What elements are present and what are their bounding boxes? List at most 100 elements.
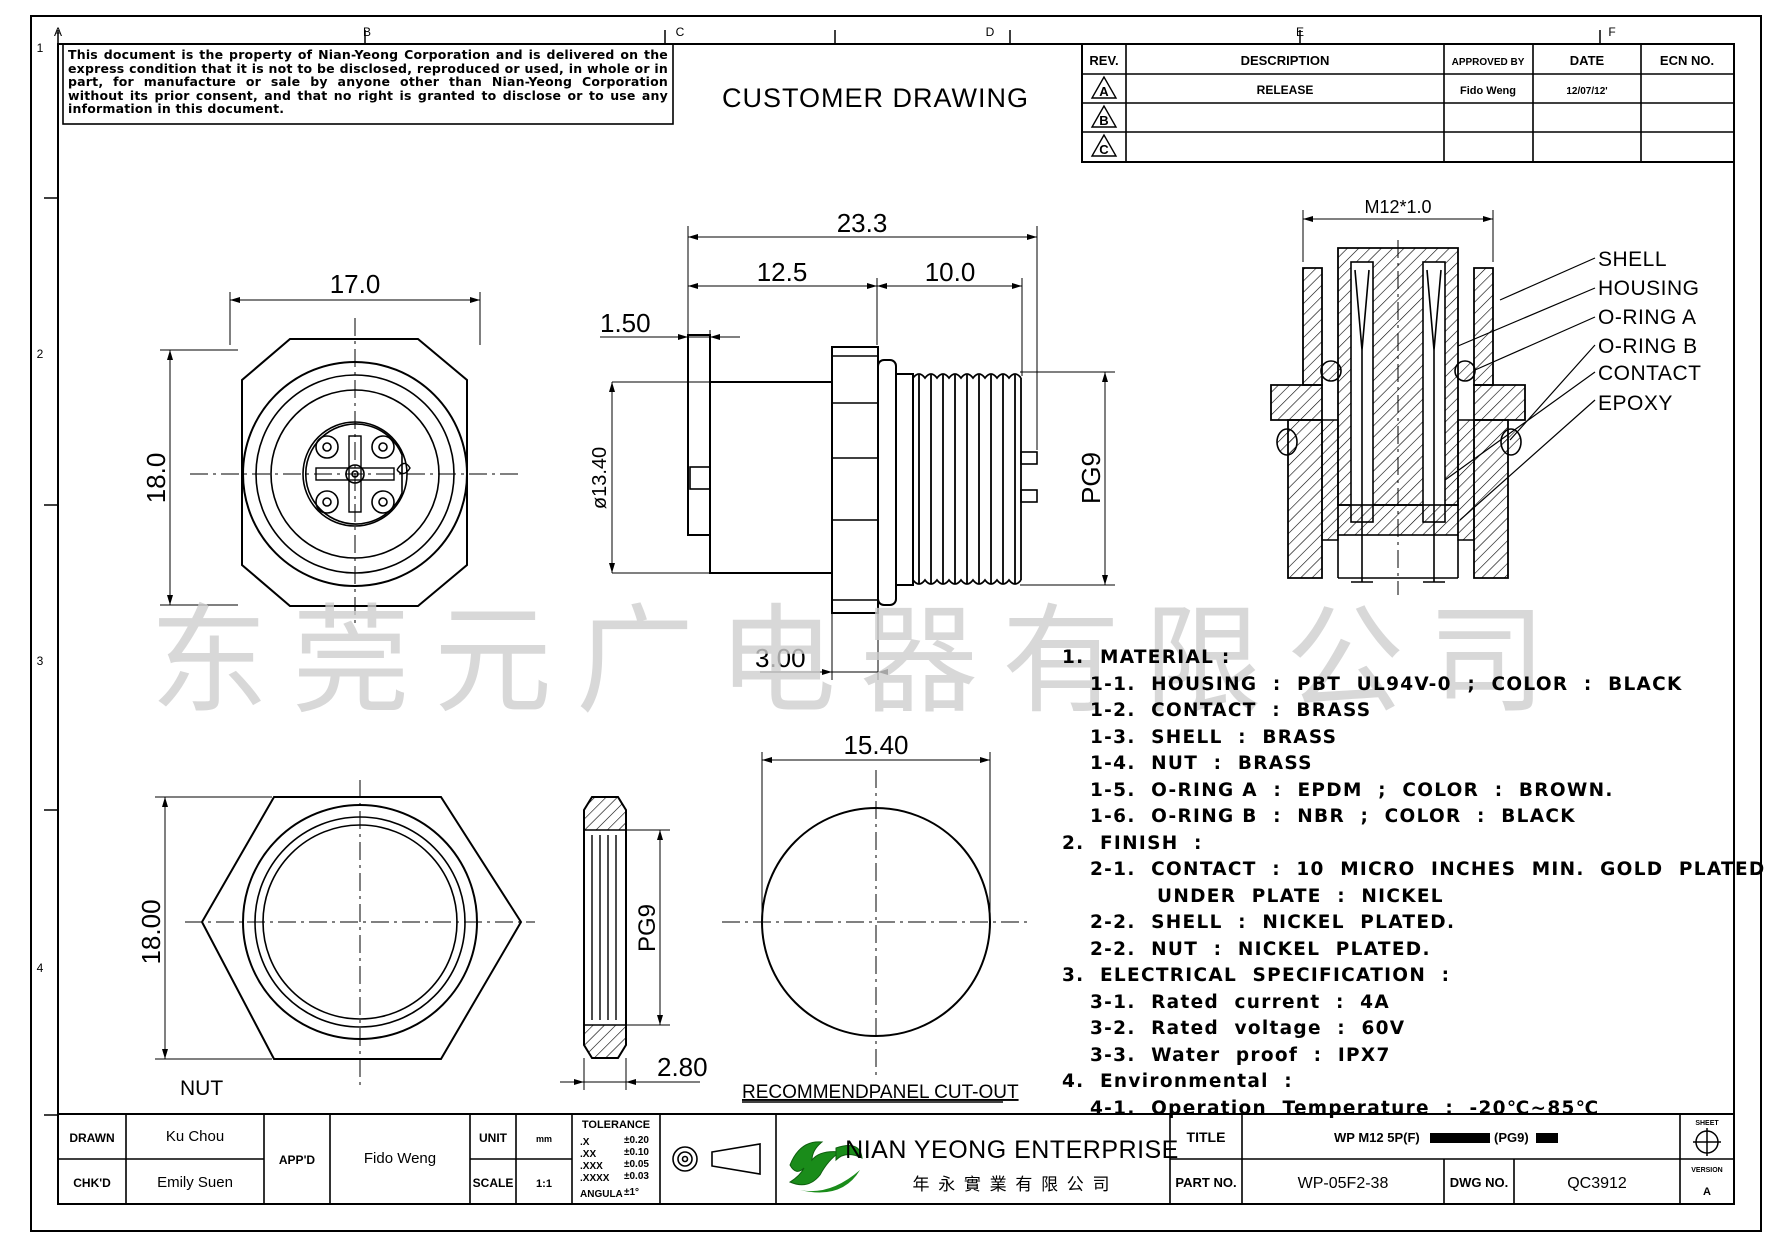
tb-part-no-label: PART NO. xyxy=(1175,1175,1236,1190)
notes-item: 2-1. CONTACT : 10 MICRO INCHES MIN. GOLD… xyxy=(1090,859,1766,880)
tol-v-3: ±0.03 xyxy=(624,1171,649,1182)
grid-row-4: 4 xyxy=(37,961,44,975)
tb-chkd-label: CHK'D xyxy=(73,1176,111,1190)
tb-drawn-label: DRAWN xyxy=(69,1131,114,1145)
notes-heading: 2. FINISH : xyxy=(1062,832,1203,854)
grid-col-e: E xyxy=(1296,25,1304,39)
dim-front-width: 17.0 xyxy=(330,269,381,299)
tb-dwg-no-label: DWG NO. xyxy=(1450,1175,1509,1190)
tol-k-0: .X xyxy=(580,1137,590,1148)
rev-b-label: B xyxy=(1099,113,1108,128)
tb-chkd: Emily Suen xyxy=(157,1174,233,1191)
projection-symbol-icon xyxy=(672,1143,761,1175)
dim-thread-part: 10.0 xyxy=(925,257,976,287)
tol-k-4: ANGULA xyxy=(580,1189,623,1200)
grid-ticks xyxy=(44,30,1601,1116)
nut-side-view: PG9 2.80 xyxy=(560,796,708,1090)
label-shell: SHELL xyxy=(1598,248,1667,271)
tb-part-no: WP-05F2-38 xyxy=(1298,1175,1389,1192)
tb-tolerance-label: TOLERANCE xyxy=(582,1119,650,1131)
tol-v-2: ±0.05 xyxy=(624,1159,649,1170)
dim-panel-cut: 15.40 xyxy=(843,730,908,760)
tol-k-3: .XXXX xyxy=(580,1173,610,1184)
panel-cutout-view: 15.40 RECOMMENDPANEL CUT-OUT xyxy=(722,730,1032,1103)
rev-header-rev: REV. xyxy=(1089,53,1118,68)
grid-col-b: B xyxy=(363,25,371,39)
grid-row-3: 3 xyxy=(37,654,44,668)
notes-item: 1-4. NUT : BRASS xyxy=(1090,753,1313,774)
grid-col-labels: A B C D E F 1 2 3 4 xyxy=(37,25,1616,975)
dim-body-dia: ø13.40 xyxy=(589,447,611,509)
sheet-symbol-icon xyxy=(1693,1128,1721,1156)
rev-a-label: A xyxy=(1099,84,1109,99)
dim-flange: 1.50 xyxy=(600,308,651,338)
tb-company-cn: 年 永 實 業 有 限 公 司 xyxy=(912,1175,1111,1194)
tb-title: WP M12 5P(F) xyxy=(1334,1130,1420,1145)
notes-item: 1-2. CONTACT : BRASS xyxy=(1090,700,1372,721)
notes-item: 3-3. Water proof : IPX7 xyxy=(1090,1044,1391,1066)
grid-row-1: 1 xyxy=(37,41,44,55)
label-o-ring-a: O-RING A xyxy=(1598,306,1697,329)
header-title: CUSTOMER DRAWING xyxy=(722,83,1029,113)
notes-item: 2-2. SHELL : NICKEL PLATED. xyxy=(1090,912,1456,933)
tb-version-label: VERSION xyxy=(1691,1167,1723,1174)
dim-section-thread: M12*1.0 xyxy=(1364,197,1431,217)
dim-thread-spec: PG9 xyxy=(1076,452,1106,504)
tb-title-suffix: (PG9) xyxy=(1494,1130,1529,1145)
rev-header-date: DATE xyxy=(1570,53,1605,68)
notes-heading: 1. MATERIAL : xyxy=(1062,647,1231,668)
tb-scale: 1:1 xyxy=(536,1178,552,1190)
outer-frame xyxy=(30,15,1762,1232)
notes-item: 1-3. SHELL : BRASS xyxy=(1090,726,1338,748)
notice-text: This document is the property of Nian-Ye… xyxy=(68,47,668,116)
rev-a-date: 12/07/12' xyxy=(1566,86,1607,97)
nut-view: 18.00 NUT xyxy=(136,780,535,1100)
dim-nut-gap: 3.00 xyxy=(755,643,806,673)
notes-item: 1-5. O-RING A : EPDM ; COLOR : BROWN. xyxy=(1090,779,1614,801)
notes-item: 1-1. HOUSING : PBT UL94V-0 ; COLOR : BLA… xyxy=(1090,673,1683,695)
label-housing: HOUSING xyxy=(1598,277,1700,300)
section-view: M12*1.0 xyxy=(1270,197,1701,595)
tb-dwg-no: QC3912 xyxy=(1567,1175,1627,1192)
dim-nut-height: 18.00 xyxy=(136,899,166,964)
dim-nut-thickness: 2.80 xyxy=(657,1052,708,1082)
tb-appd-label: APP'D xyxy=(279,1153,316,1167)
notes-heading: 3. ELECTRICAL SPECIFICATION : xyxy=(1062,965,1451,986)
watermark: 东莞元广电器有限公司 xyxy=(150,592,1571,730)
front-view: 17.0 18.0 xyxy=(141,269,520,628)
rev-a-description: RELEASE xyxy=(1257,83,1314,97)
dim-front-height: 18.0 xyxy=(141,453,171,504)
tb-company-en: NIAN YEONG ENTERPRISE xyxy=(845,1136,1179,1164)
tol-k-2: .XXX xyxy=(580,1161,603,1172)
label-epoxy: EPOXY xyxy=(1598,392,1673,415)
rev-header-ecn: ECN NO. xyxy=(1660,53,1714,68)
tb-drawn: Ku Chou xyxy=(166,1128,224,1145)
notes-item: 4-1. Operation Temperature : -20℃~85℃ xyxy=(1090,1097,1600,1119)
notes-list: 1. MATERIAL : 1-1. HOUSING : PBT UL94V-0 … xyxy=(1062,645,1766,1122)
tol-k-1: .XX xyxy=(580,1149,596,1160)
tolerance-list: .X ±0.20 .XX ±0.10 .XXX ±0.05 .XXXX ±0.0… xyxy=(580,1135,649,1200)
tb-unit-label: UNIT xyxy=(479,1131,508,1145)
notes-item: 3-1. Rated current : 4A xyxy=(1090,991,1390,1013)
grid-col-a: A xyxy=(54,25,62,39)
dim-overall-length: 23.3 xyxy=(837,208,888,238)
rev-header-description: DESCRIPTION xyxy=(1241,53,1330,68)
grid-col-f: F xyxy=(1608,25,1615,39)
tb-scale-label: SCALE xyxy=(473,1176,514,1190)
tb-appd: Fido Weng xyxy=(364,1150,436,1167)
dim-front-part: 12.5 xyxy=(757,257,808,287)
caption-nut: NUT xyxy=(180,1077,223,1100)
tb-version: A xyxy=(1703,1186,1711,1198)
rev-c-label: C xyxy=(1099,142,1109,157)
tb-unit: mm xyxy=(536,1134,552,1144)
notes-heading: 4. Environmental : xyxy=(1062,1071,1293,1092)
tb-title-label: TITLE xyxy=(1187,1129,1226,1145)
rev-header-approved: APPROVED BY xyxy=(1452,57,1525,68)
label-o-ring-b: O-RING B xyxy=(1598,335,1698,358)
grid-col-d: D xyxy=(986,25,995,39)
notes-item: 2-2. NUT : NICKEL PLATED. xyxy=(1090,938,1431,960)
caption-panel-cutout: RECOMMENDPANEL CUT-OUT xyxy=(742,1082,1019,1103)
side-view: 23.3 12.5 10.0 1.50 ø13.40 PG9 3.00 xyxy=(589,208,1115,680)
rev-a-approved: Fido Weng xyxy=(1460,85,1516,97)
